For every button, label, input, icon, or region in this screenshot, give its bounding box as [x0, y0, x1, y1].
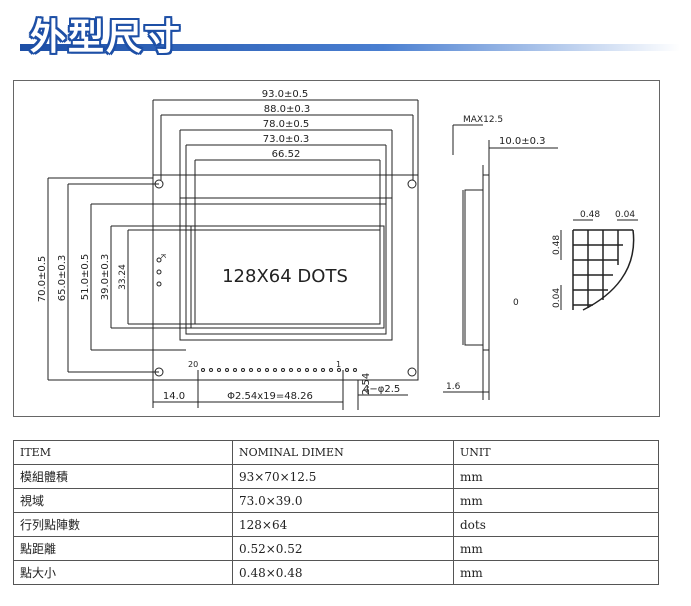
pcb-outline — [152, 174, 419, 381]
dim-width-active: 66.52 — [272, 149, 301, 160]
column-header-unit: UNIT — [453, 440, 659, 465]
dim-height-pcb: 65.0±0.3 — [57, 255, 68, 302]
dim-height-bezel: 51.0±0.5 — [80, 254, 91, 301]
spec-table: ITEM NOMINAL DIMEN UNIT 模組體積 93×70×12.5 … — [13, 440, 659, 585]
dim-width-bezel: 78.0±0.5 — [263, 119, 310, 130]
dim-hole: 4−φ2.5 — [363, 384, 400, 395]
dim-side-depth: 10.0±0.3 — [499, 136, 546, 147]
dim-left-offset: 14.0 — [163, 391, 185, 402]
cell-item: 點大小 — [13, 560, 233, 585]
cell-unit: mm — [453, 560, 659, 585]
cell-unit: mm — [453, 488, 659, 513]
cell-value: 73.0×39.0 — [232, 488, 454, 513]
cell-item: 模組體積 — [13, 464, 233, 489]
column-header-item: ITEM — [13, 440, 233, 465]
table-row: 點大小 0.48×0.48 mm — [13, 560, 659, 585]
dim-dot-gap-height: 0.04 — [552, 288, 562, 308]
view-area — [190, 225, 385, 329]
dim-pin-pitch: Φ2.54x19=48.26 — [227, 391, 313, 402]
dimension-drawing: 93.0±0.5 88.0±0.3 78.0±0.5 73.0±0.3 66.5… — [13, 80, 660, 417]
dim-height-view: 39.0±0.3 — [100, 254, 111, 301]
header: 外型尺寸 — [0, 0, 691, 60]
dim-dot-gap-width: 0.04 — [615, 210, 635, 220]
dim-side-pcb: 1.6 — [446, 382, 461, 392]
header-bar — [20, 44, 680, 51]
cell-value: 0.48×0.48 — [232, 560, 454, 585]
pin-row — [201, 368, 357, 372]
dim-dot-height: 0.48 — [552, 235, 562, 255]
table-header-row: ITEM NOMINAL DIMEN UNIT — [13, 440, 659, 465]
page-title: 外型尺寸 — [30, 17, 183, 58]
cell-value: 93×70×12.5 — [232, 464, 454, 489]
dot-detail — [572, 229, 635, 311]
dim-dot-width: 0.48 — [580, 210, 600, 220]
cell-item: 視域 — [13, 488, 233, 513]
dim-side-max: MAX12.5 — [463, 115, 503, 125]
cell-item: 點距離 — [13, 536, 233, 561]
dots-label: 128X64 DOTS — [222, 266, 348, 287]
dim-width-outer: 93.0±0.5 — [262, 89, 309, 100]
cell-value: 0.52×0.52 — [232, 536, 454, 561]
cell-unit: dots — [453, 512, 659, 537]
dim-width-pcb: 88.0±0.3 — [264, 104, 311, 115]
cell-unit: mm — [453, 536, 659, 561]
column-header-nominal: NOMINAL DIMEN — [232, 440, 454, 465]
pin-20-label: 20 — [188, 360, 198, 369]
table-row: 點距離 0.52×0.52 mm — [13, 536, 659, 561]
table-row: 行列點陣數 128×64 dots — [13, 512, 659, 537]
table-row: 模組體積 93×70×12.5 mm — [13, 464, 659, 489]
dim-width-view: 73.0±0.3 — [263, 134, 310, 145]
dim-pin-space: 2.54 — [361, 373, 372, 395]
cell-value: 128×64 — [232, 512, 454, 537]
cell-item: 行列點陣數 — [13, 512, 233, 537]
cell-unit: mm — [453, 464, 659, 489]
pin-1-label: 1 — [336, 360, 341, 369]
k-label: K — [159, 254, 167, 259]
table-row: 視域 73.0×39.0 mm — [13, 488, 659, 513]
dim-height-outer: 70.0±0.5 — [37, 256, 48, 303]
dim-height-active: 33.24 — [118, 264, 128, 290]
zero-label: 0 — [513, 298, 519, 308]
bezel-outline — [179, 197, 393, 341]
